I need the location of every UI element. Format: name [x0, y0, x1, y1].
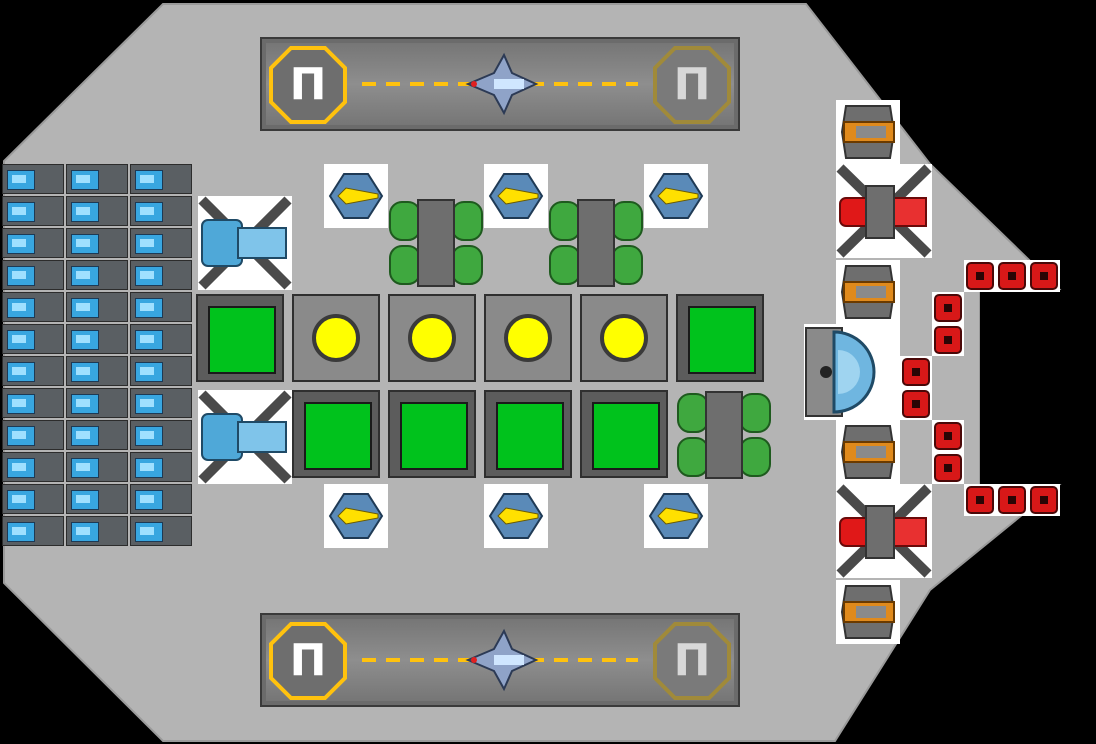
- power-cell-icon[interactable]: [130, 452, 192, 482]
- power-cell-icon[interactable]: [130, 196, 192, 226]
- blue-engine-icon[interactable]: [198, 196, 292, 290]
- power-cell-icon[interactable]: [2, 260, 64, 290]
- red-mine-icon[interactable]: [932, 420, 964, 452]
- red-mine-icon[interactable]: [932, 452, 964, 484]
- hangar-bottom[interactable]: Π Π: [260, 613, 740, 707]
- red-mine-icon[interactable]: [1028, 484, 1060, 516]
- power-cell-icon[interactable]: [66, 228, 128, 258]
- power-cell-icon[interactable]: [66, 164, 128, 194]
- power-cell-icon[interactable]: [66, 420, 128, 450]
- fighter-ship-icon[interactable]: [464, 627, 540, 693]
- landing-pad-left[interactable]: Π: [269, 46, 347, 124]
- power-cell-icon[interactable]: [66, 452, 128, 482]
- pad-label: Π: [289, 59, 327, 110]
- power-cell-icon[interactable]: [2, 292, 64, 322]
- orange-turret-icon[interactable]: [836, 260, 900, 324]
- reactor-icon[interactable]: [292, 294, 380, 382]
- power-cell-icon[interactable]: [2, 196, 64, 226]
- orange-turret-icon[interactable]: [836, 420, 900, 484]
- power-cell-icon[interactable]: [2, 388, 64, 418]
- green-room[interactable]: [580, 390, 668, 478]
- power-cell-icon[interactable]: [66, 356, 128, 386]
- power-cell-icon[interactable]: [2, 452, 64, 482]
- landing-pad-left[interactable]: Π: [269, 622, 347, 700]
- red-mine-icon[interactable]: [900, 356, 932, 388]
- shield-dome-icon[interactable]: [804, 324, 900, 420]
- red-mine-icon[interactable]: [964, 260, 996, 292]
- power-cell-icon[interactable]: [130, 228, 192, 258]
- red-cannon-icon[interactable]: [836, 484, 932, 578]
- red-mine-icon[interactable]: [932, 324, 964, 356]
- power-cell-icon[interactable]: [66, 292, 128, 322]
- fighter-ship-icon[interactable]: [464, 51, 540, 117]
- green-room[interactable]: [196, 294, 284, 382]
- hull-notch: [980, 290, 1096, 484]
- yellow-thruster-icon[interactable]: [644, 164, 708, 228]
- yellow-thruster-icon[interactable]: [484, 164, 548, 228]
- power-cell-icon[interactable]: [130, 516, 192, 546]
- red-mine-icon[interactable]: [1028, 260, 1060, 292]
- yellow-thruster-icon[interactable]: [324, 484, 388, 548]
- landing-pad-right[interactable]: Π: [653, 622, 731, 700]
- orange-turret-icon[interactable]: [836, 100, 900, 164]
- power-cell-icon[interactable]: [130, 260, 192, 290]
- power-cell-icon[interactable]: [2, 484, 64, 514]
- red-mine-icon[interactable]: [900, 388, 932, 420]
- power-cell-icon[interactable]: [66, 516, 128, 546]
- power-cell-icon[interactable]: [130, 420, 192, 450]
- power-cell-icon[interactable]: [2, 516, 64, 546]
- power-cell-icon[interactable]: [130, 324, 192, 354]
- power-cell-icon[interactable]: [2, 228, 64, 258]
- green-tank-icon[interactable]: [676, 388, 772, 484]
- yellow-thruster-icon[interactable]: [644, 484, 708, 548]
- pad-label: Π: [673, 59, 711, 110]
- red-mine-icon[interactable]: [996, 484, 1028, 516]
- red-mine-icon[interactable]: [964, 484, 996, 516]
- power-cell-icon[interactable]: [2, 324, 64, 354]
- power-cell-icon[interactable]: [66, 484, 128, 514]
- yellow-thruster-icon[interactable]: [484, 484, 548, 548]
- green-room[interactable]: [292, 390, 380, 478]
- green-room[interactable]: [484, 390, 572, 478]
- power-cell-icon[interactable]: [66, 324, 128, 354]
- pad-label: Π: [289, 635, 327, 686]
- reactor-icon[interactable]: [388, 294, 476, 382]
- green-tank-icon[interactable]: [548, 196, 644, 290]
- orange-turret-icon[interactable]: [836, 580, 900, 644]
- power-cell-icon[interactable]: [2, 420, 64, 450]
- red-mine-icon[interactable]: [996, 260, 1028, 292]
- green-room[interactable]: [676, 294, 764, 382]
- reactor-icon[interactable]: [484, 294, 572, 382]
- power-cell-icon[interactable]: [130, 356, 192, 386]
- blue-engine-icon[interactable]: [198, 390, 292, 484]
- reactor-icon[interactable]: [580, 294, 668, 382]
- power-cell-icon[interactable]: [130, 292, 192, 322]
- power-cell-icon[interactable]: [130, 484, 192, 514]
- power-cell-icon[interactable]: [130, 388, 192, 418]
- pad-label: Π: [673, 635, 711, 686]
- green-tank-icon[interactable]: [388, 196, 484, 290]
- power-cell-icon[interactable]: [2, 164, 64, 194]
- red-cannon-icon[interactable]: [836, 164, 932, 258]
- red-mine-icon[interactable]: [932, 292, 964, 324]
- power-cell-icon[interactable]: [66, 388, 128, 418]
- landing-pad-right[interactable]: Π: [653, 46, 731, 124]
- power-cell-icon[interactable]: [66, 196, 128, 226]
- hangar-top[interactable]: Π Π: [260, 37, 740, 131]
- power-cell-icon[interactable]: [2, 356, 64, 386]
- green-room[interactable]: [388, 390, 476, 478]
- power-cell-icon[interactable]: [130, 164, 192, 194]
- power-cell-icon[interactable]: [66, 260, 128, 290]
- yellow-thruster-icon[interactable]: [324, 164, 388, 228]
